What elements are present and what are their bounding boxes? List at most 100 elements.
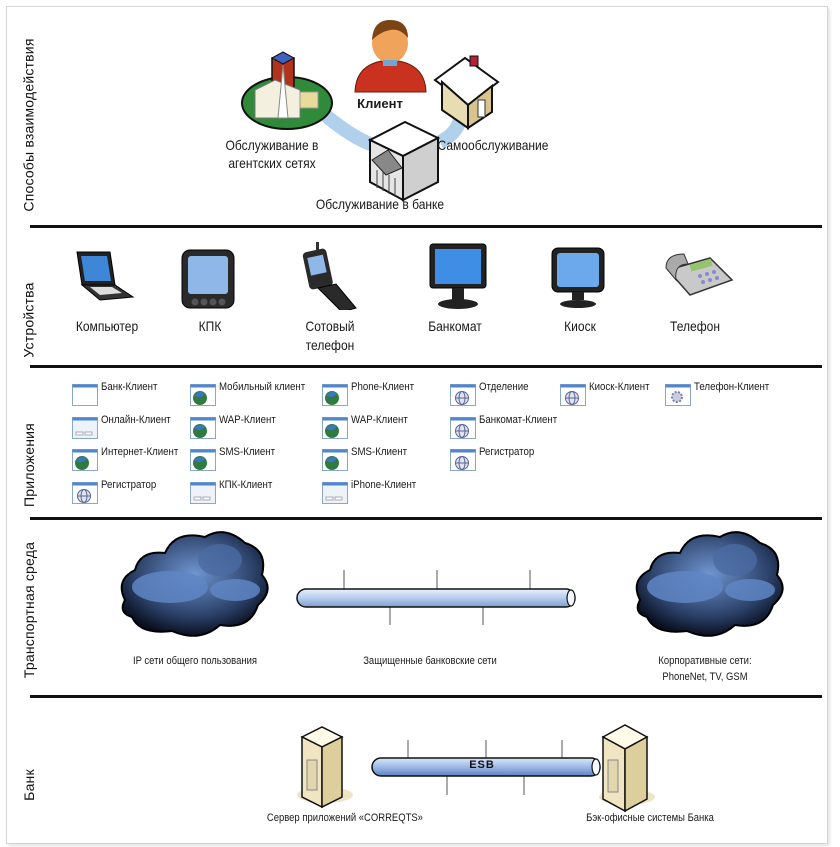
section-title-applications: Приложения: [14, 420, 44, 510]
section-title-interaction: Способы взаимодействия: [14, 30, 44, 220]
section-title-text: Приложения: [21, 423, 38, 507]
device-label-pda: КПК: [198, 318, 222, 334]
globe-window-icon: [322, 384, 348, 406]
kiosk-monitor-icon: [551, 247, 605, 308]
globe-window-icon: [72, 449, 98, 471]
app-item: КПК-Клиент: [190, 478, 280, 508]
app-item: Phone-Клиент: [322, 380, 423, 410]
back-office-label: Бэк-офисные системы Банка: [586, 812, 714, 824]
app-item-label: КПК-Клиент: [219, 479, 273, 491]
app-item-label: Киоск-Клиент: [589, 381, 650, 393]
secure-bank-label: Защищенные банковские сети: [363, 655, 497, 667]
transport-graphic: [120, 531, 784, 637]
section-title-text: Банк: [21, 769, 38, 801]
app-item-label: Регистратор: [101, 479, 157, 491]
device-label-computer: Компьютер: [75, 318, 139, 334]
app-item-label: Регистратор: [479, 446, 535, 458]
esb-label: ESB: [469, 759, 495, 771]
bank-branch-icon: [367, 120, 441, 202]
app-item-label: Банкомат-Клиент: [479, 414, 558, 426]
wireframe-globe-window-icon: [450, 384, 476, 406]
section-divider: [30, 225, 822, 228]
app-item: Регистратор: [72, 478, 164, 508]
section-title-text: Способы взаимодействия: [21, 38, 38, 212]
device-label-phone: Телефон: [670, 318, 720, 334]
app-item-label: Онлайн-Клиент: [101, 414, 171, 426]
app-item: WAP-Клиент: [190, 413, 284, 443]
globe-window-icon: [190, 384, 216, 406]
form-window-icon: [190, 482, 216, 504]
app-item-label: Мобильный клиент: [219, 381, 306, 393]
agent-network-icon: [241, 51, 333, 130]
app-item: Регистратор: [450, 445, 542, 475]
laptop-icon: [76, 251, 135, 301]
secure-bank-network-pipe: [296, 570, 576, 625]
section-divider: [30, 517, 822, 520]
device-label-kiosk: Киоск: [564, 318, 596, 334]
bank-graphic: [297, 724, 655, 813]
section-title-devices: Устройства: [14, 280, 44, 360]
app-item-label: WAP-Клиент: [351, 414, 408, 426]
app-item: Банк-Клиент: [72, 380, 165, 410]
self-service-house-icon: [433, 55, 500, 130]
atm-monitor-icon: [429, 243, 487, 309]
cellphone-icon: [302, 242, 357, 310]
devices-graphic: [76, 242, 734, 310]
app-item: Отделение: [450, 380, 535, 410]
esb-bus: [371, 740, 601, 795]
app-item: Интернет-Клиент: [72, 445, 189, 475]
section-title-text: Устройства: [21, 282, 37, 358]
section-title-text: Транспортная среда: [21, 541, 38, 679]
app-item-label: iPhone-Клиент: [351, 479, 417, 491]
client-person-icon: [354, 20, 427, 93]
app-item: WAP-Клиент: [322, 413, 416, 443]
section-divider: [30, 365, 822, 368]
gear-window-icon: [665, 384, 691, 406]
app-item: Банкомат-Клиент: [450, 413, 568, 443]
app-item: SMS-Клиент: [322, 445, 415, 475]
form-window-icon: [72, 417, 98, 439]
device-label-cellphone: Сотовый: [305, 318, 355, 334]
app-item: Телефон-Клиент: [665, 380, 780, 410]
back-office-server-icon: [599, 724, 655, 813]
wireframe-globe-window-icon: [450, 449, 476, 471]
app-item-label: Интернет-Клиент: [101, 446, 179, 458]
bank-service-label: Обслуживание в банке: [315, 196, 445, 212]
app-server-label: Сервер приложений «CORREQTS»: [266, 812, 423, 824]
wireframe-globe-window-icon: [72, 482, 98, 504]
globe-window-icon: [322, 449, 348, 471]
agent-service-label-line1: Обслуживание в: [225, 137, 319, 153]
globe-window-icon: [190, 449, 216, 471]
app-item: SMS-Клиент: [190, 445, 283, 475]
section-divider: [30, 695, 822, 698]
globe-window-icon: [322, 417, 348, 439]
device-label-atm: Банкомат: [428, 318, 482, 334]
globe-window-icon: [190, 417, 216, 439]
app-server-icon: [297, 726, 353, 809]
wireframe-globe-window-icon: [560, 384, 586, 406]
app-item-label: Телефон-Клиент: [694, 381, 770, 393]
desk-phone-icon: [665, 253, 734, 296]
public-ip-label: IP сети общего пользования: [132, 655, 258, 667]
app-item: Онлайн-Клиент: [72, 413, 180, 443]
app-item-label: WAP-Клиент: [219, 414, 276, 426]
app-item: iPhone-Клиент: [322, 478, 425, 508]
app-item-label: Phone-Клиент: [351, 381, 415, 393]
wireframe-globe-window-icon: [450, 417, 476, 439]
self-service-label: Самообслуживание: [437, 137, 549, 153]
client-label: Клиент: [357, 96, 403, 111]
public-ip-cloud-icon: [120, 531, 269, 637]
device-label-cellphone-line2: телефон: [305, 337, 355, 353]
agent-service-label-line2: агентских сетях: [228, 155, 316, 171]
app-item: Мобильный клиент: [190, 380, 317, 410]
pda-icon: [181, 249, 235, 309]
app-item-label: Отделение: [479, 381, 529, 393]
corporate-label-line2: PhoneNet, TV, GSM: [662, 671, 748, 683]
app-item-label: SMS-Клиент: [219, 446, 276, 458]
corporate-cloud-icon: [635, 531, 784, 637]
form-window-icon: [322, 482, 348, 504]
app-item-label: SMS-Клиент: [351, 446, 408, 458]
section-title-transport: Транспортная среда: [14, 530, 44, 690]
corporate-label-line1: Корпоративные сети:: [658, 655, 752, 667]
interaction-graphic: [241, 20, 500, 202]
